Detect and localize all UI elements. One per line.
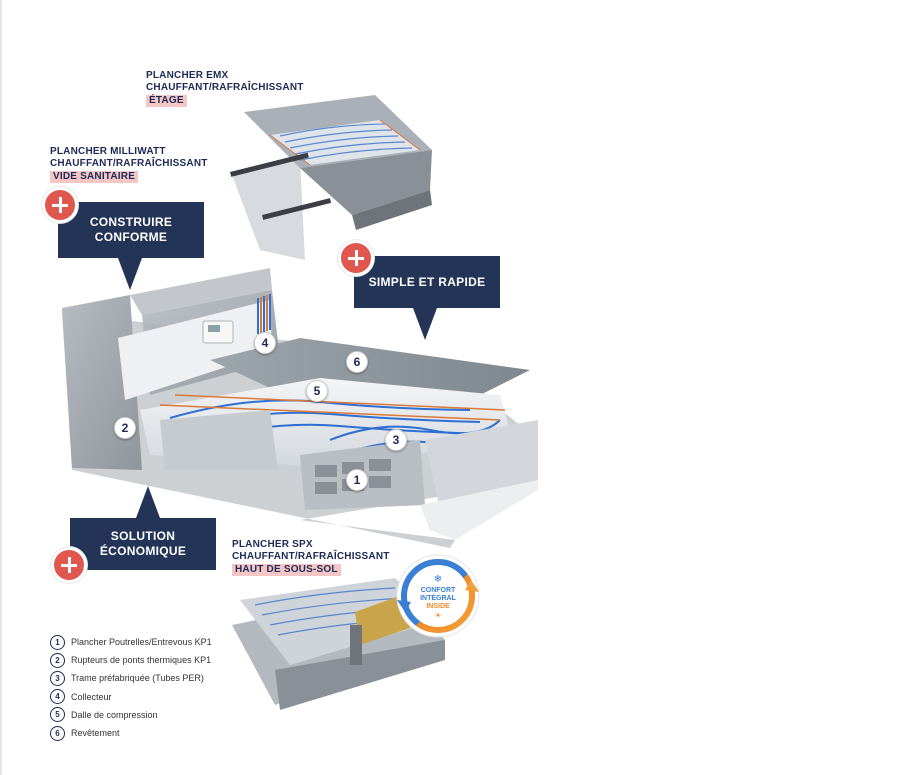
caption-emx-tag: ÉTAGE xyxy=(146,95,187,107)
legend-number: 3 xyxy=(50,670,65,686)
marker-5: 5 xyxy=(306,380,328,402)
caption-spx-tag: HAUT DE SOUS-SOL xyxy=(232,564,341,576)
legend-item: 3 Trame préfabriquée (Tubes PER) xyxy=(50,669,212,687)
callout-construire-line1: CONSTRUIRE xyxy=(89,215,173,229)
legend-number: 6 xyxy=(50,725,65,741)
legend-label: Collecteur xyxy=(71,691,112,702)
emx-floor-illustration xyxy=(230,95,432,260)
solution-pointer xyxy=(136,486,160,518)
marker-1: 1 xyxy=(346,469,368,491)
legend-item: 4 Collecteur xyxy=(50,688,212,706)
marker-2: 2 xyxy=(114,417,136,439)
plus-icon-simple xyxy=(338,240,374,276)
svg-text:INTÉGRAL: INTÉGRAL xyxy=(420,593,457,602)
legend-item: 1 Plancher Poutrelles/Entrevous KP1 xyxy=(50,633,212,651)
callout-construire-conforme: CONSTRUIRE CONFORME xyxy=(58,202,204,258)
svg-text:INSIDE: INSIDE xyxy=(426,603,450,610)
callout-solution-line1: SOLUTION xyxy=(110,529,176,543)
plus-icon-solution xyxy=(51,547,87,583)
callout-solution-line2: ÉCONOMIQUE xyxy=(99,544,187,558)
legend-label: Trame préfabriquée (Tubes PER) xyxy=(71,673,204,684)
legend-label: Revêtement xyxy=(71,728,120,739)
caption-spx-line2: CHAUFFANT/RAFRAÎCHISSANT xyxy=(232,551,390,562)
caption-milliwatt-tag: VIDE SANITAIRE xyxy=(50,171,139,183)
callout-construire-line2: CONFORME xyxy=(94,230,168,244)
caption-spx: PLANCHER SPX CHAUFFANT/RAFRAÎCHISSANT HA… xyxy=(232,539,390,576)
caption-emx: PLANCHER EMX CHAUFFANT/RAFRAÎCHISSANT ÉT… xyxy=(146,70,304,107)
callout-simple-rapide: SIMPLE ET RAPIDE xyxy=(354,256,500,308)
marker-4: 4 xyxy=(254,332,276,354)
marker-6: 6 xyxy=(346,351,368,373)
caption-milliwatt-line2: CHAUFFANT/RAFRAÎCHISSANT xyxy=(50,158,208,169)
legend-label: Plancher Poutrelles/Entrevous KP1 xyxy=(71,637,212,648)
caption-emx-line2: CHAUFFANT/RAFRAÎCHISSANT xyxy=(146,82,304,93)
simple-pointer xyxy=(413,308,437,340)
snowflake-icon: ❄ xyxy=(434,574,442,585)
legend-item: 6 Revêtement xyxy=(50,724,212,742)
confort-integral-badge: ❄ CONFORT INTÉGRAL INSIDE ☀ xyxy=(396,554,480,638)
legend-item: 2 Rupteurs de ponts thermiques KP1 xyxy=(50,651,212,669)
sun-icon: ☀ xyxy=(434,611,441,620)
spx-floor-illustration xyxy=(232,578,445,710)
legend-number: 5 xyxy=(50,707,65,723)
legend-number: 1 xyxy=(50,634,65,650)
legend-number: 4 xyxy=(50,689,65,705)
plus-icon-construire xyxy=(42,187,78,223)
callout-simple-line1: SIMPLE ET RAPIDE xyxy=(368,274,486,289)
page-left-edge xyxy=(0,0,2,775)
caption-milliwatt: PLANCHER MILLIWATT CHAUFFANT/RAFRAÎCHISS… xyxy=(50,146,208,183)
legend-label: Dalle de compression xyxy=(71,709,158,720)
marker-3: 3 xyxy=(385,429,407,451)
callout-solution-economique: SOLUTION ÉCONOMIQUE xyxy=(70,518,216,570)
caption-emx-line1: PLANCHER EMX xyxy=(146,70,229,81)
svg-text:CONFORT: CONFORT xyxy=(421,587,456,594)
legend: 1 Plancher Poutrelles/Entrevous KP1 2 Ru… xyxy=(50,633,212,742)
legend-label: Rupteurs de ponts thermiques KP1 xyxy=(71,655,212,666)
caption-milliwatt-line1: PLANCHER MILLIWATT xyxy=(50,146,166,157)
legend-item: 5 Dalle de compression xyxy=(50,706,212,724)
main-floor-illustration xyxy=(62,268,538,548)
construire-pointer xyxy=(118,258,142,290)
caption-spx-line1: PLANCHER SPX xyxy=(232,539,313,550)
legend-number: 2 xyxy=(50,652,65,668)
